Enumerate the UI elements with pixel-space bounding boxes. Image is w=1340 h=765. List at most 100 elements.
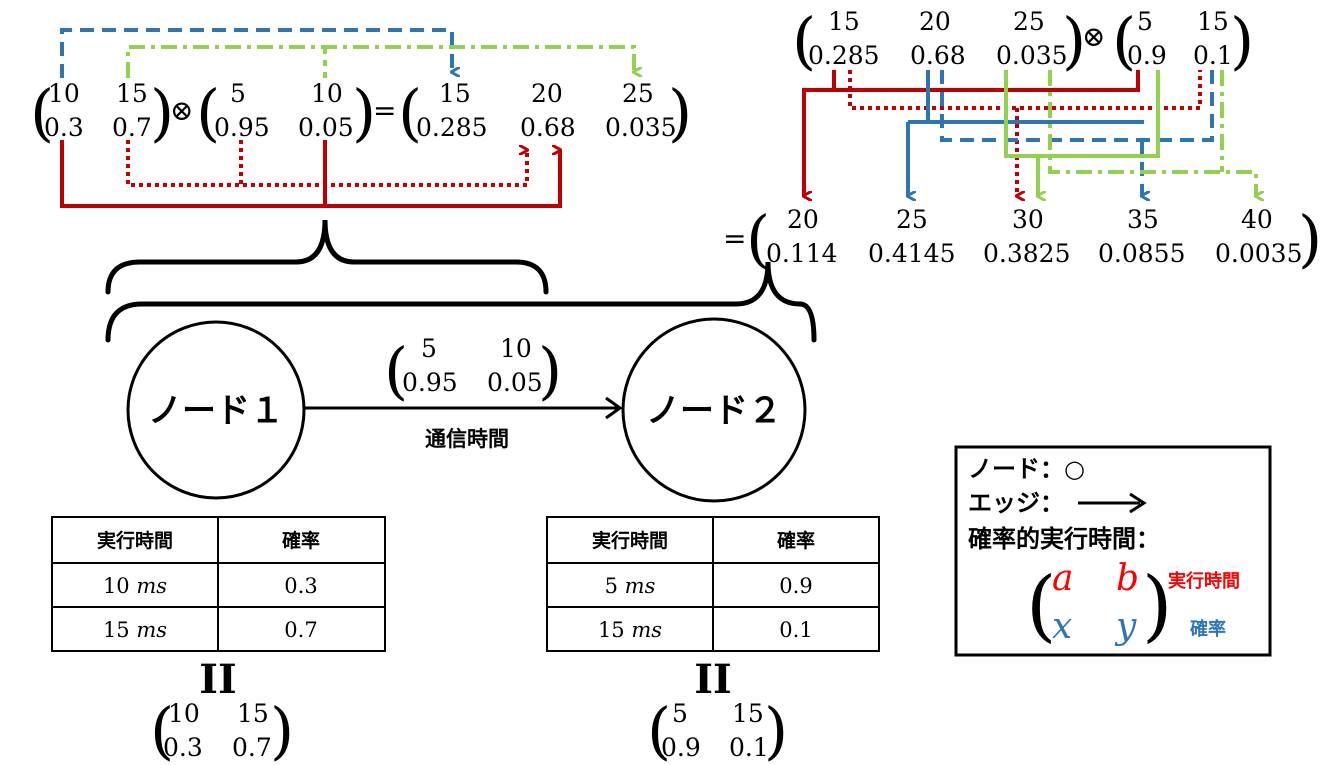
left-eq-b-value-2: 10	[311, 79, 343, 108]
left-paren: (	[1112, 4, 1136, 77]
legend-node-label: ノード：○	[968, 455, 1085, 483]
legend-edge-label: エッジ：	[968, 489, 1064, 517]
table-cell-prob: 0.3	[284, 574, 317, 598]
dist-value-2: 15	[732, 699, 764, 728]
table-header-time: 実行時間	[97, 529, 173, 552]
right-eq-result-value-2: 25	[896, 205, 928, 234]
legend-prob-label: 確率	[1190, 618, 1226, 640]
left-equation: ( 10 15 0.3 0.7 ) ⊗ ( 5 10 0.95 0.05 ) =…	[30, 76, 692, 149]
large-brace	[105, 261, 817, 343]
blue-solid-arrow	[926, 70, 1144, 124]
blue-dashed-arrow	[940, 70, 1214, 142]
green-solid-arrow	[1004, 70, 1160, 158]
left-paren: (	[150, 694, 174, 765]
braces	[105, 219, 817, 343]
green-dashdot-arrow	[126, 45, 634, 78]
left-paren: (	[792, 4, 816, 77]
left-paren: (	[30, 76, 54, 149]
dist-value-1: 5	[672, 699, 688, 728]
table-cell-time: 10 ms	[103, 574, 167, 598]
green-dashdot-arrow	[1048, 70, 1256, 196]
right-eq-result-value-1: 20	[787, 205, 819, 234]
node-2: ノード２	[621, 317, 807, 503]
left-eq-a-prob-1: 0.3	[44, 113, 84, 142]
equals-sign: =	[373, 94, 396, 127]
right-eq-result-prob-4: 0.0855	[1098, 239, 1185, 268]
legend-var-a: a	[1052, 558, 1073, 599]
left-paren: (	[647, 694, 671, 765]
equals-sign: =	[723, 222, 746, 255]
red-dotted-arrow	[126, 140, 529, 187]
legend-var-y: y	[1114, 606, 1137, 647]
edge-prob-2: 0.05	[487, 368, 543, 397]
node-symbol-icon: ○	[1064, 455, 1085, 483]
exec-time-table-2: 実行時間 確率 5 ms 0.9 15 ms 0.1	[546, 516, 880, 652]
left-paren: (	[384, 334, 408, 407]
table-header-prob: 確率	[777, 529, 815, 552]
right-paren: )	[764, 694, 788, 765]
right-paren: )	[538, 334, 562, 407]
left-eq-a-value-2: 15	[116, 79, 148, 108]
right-eq-a-prob-2: 0.68	[910, 41, 966, 70]
right-eq-result-prob-3: 0.3825	[983, 239, 1070, 268]
dist-prob-1: 0.9	[661, 733, 701, 762]
table-cell-time: 15 ms	[103, 618, 167, 642]
left-eq-result-value-2: 20	[531, 79, 563, 108]
node-label: ノード１	[148, 391, 284, 431]
left-eq-result-prob-3: 0.035	[605, 113, 677, 142]
right-eq-a-value-1: 15	[828, 7, 860, 36]
node-label: ノード２	[646, 391, 782, 431]
right-equation: ( 15 20 25 0.285 0.68 0.035 ) ⊗ ( 5 15 0…	[723, 4, 1322, 275]
table-cell-time: 5 ms	[605, 574, 656, 598]
table-cell-prob: 0.7	[284, 618, 317, 642]
dist-value-1: 10	[168, 699, 200, 728]
left-paren: (	[1026, 561, 1056, 651]
legend-var-x: x	[1052, 606, 1072, 647]
red-solid-arrow	[60, 140, 562, 208]
node-circle	[621, 317, 807, 503]
left-eq-b-prob-2: 0.05	[298, 113, 354, 142]
right-paren: )	[1298, 202, 1322, 275]
right-paren: )	[1142, 561, 1172, 651]
edge-arrowhead	[605, 396, 623, 420]
legend-var-b: b	[1116, 558, 1139, 599]
right-eq-a-prob-1: 0.285	[808, 41, 880, 70]
edge-value-2: 10	[500, 334, 532, 363]
right-eq-b-prob-2: 0.1	[1193, 41, 1233, 70]
legend-prob-exec-label: 確率的実行時間：	[968, 525, 1160, 553]
left-eq-result-value-1: 15	[439, 79, 471, 108]
legend-box	[954, 445, 1272, 657]
red-dotted-arrow	[848, 70, 1202, 110]
left-eq-b-value-1: 5	[230, 79, 246, 108]
red-solid-arrow	[802, 70, 1140, 196]
dist-prob-1: 0.3	[163, 733, 203, 762]
dist-prob-2: 0.7	[232, 733, 272, 762]
right-paren: )	[668, 76, 692, 149]
right-eq-result-value-5: 40	[1241, 205, 1273, 234]
right-eq-result-prob-2: 0.4145	[868, 239, 955, 268]
right-eq-result-prob-1: 0.114	[766, 239, 838, 268]
right-eq-result-value-3: 30	[1012, 205, 1044, 234]
right-eq-a-prob-3: 0.035	[996, 41, 1068, 70]
edge-prob-1: 0.95	[402, 368, 458, 397]
table-cell-prob: 0.9	[779, 574, 812, 598]
right-eq-result-value-4: 35	[1127, 205, 1159, 234]
left-paren: (	[196, 76, 220, 149]
table-header-time: 実行時間	[592, 529, 668, 552]
vertical-equals-sign: II	[199, 656, 236, 703]
right-eq-a-value-3: 25	[1013, 7, 1045, 36]
right-eq-b-prob-1: 0.9	[1127, 41, 1167, 70]
left-eq-b-prob-1: 0.95	[214, 113, 270, 142]
table-1-distribution: ( 10 15 0.3 0.7 )	[150, 694, 294, 765]
edge-value-1: 5	[421, 334, 437, 363]
right-paren: )	[1062, 4, 1086, 77]
table-2-distribution: ( 5 15 0.9 0.1 )	[647, 694, 788, 765]
left-paren: (	[398, 76, 422, 149]
left-eq-a-value-1: 10	[48, 79, 80, 108]
vertical-equals-sign: II	[694, 656, 731, 703]
exec-time-table-1: 実行時間 確率 10 ms 0.3 15 ms 0.7	[51, 516, 386, 652]
right-eq-a-value-2: 20	[919, 7, 951, 36]
left-eq-result-prob-2: 0.68	[520, 113, 576, 142]
table-cell-time: 15 ms	[598, 618, 662, 642]
right-eq-b-value-2: 15	[1197, 7, 1229, 36]
